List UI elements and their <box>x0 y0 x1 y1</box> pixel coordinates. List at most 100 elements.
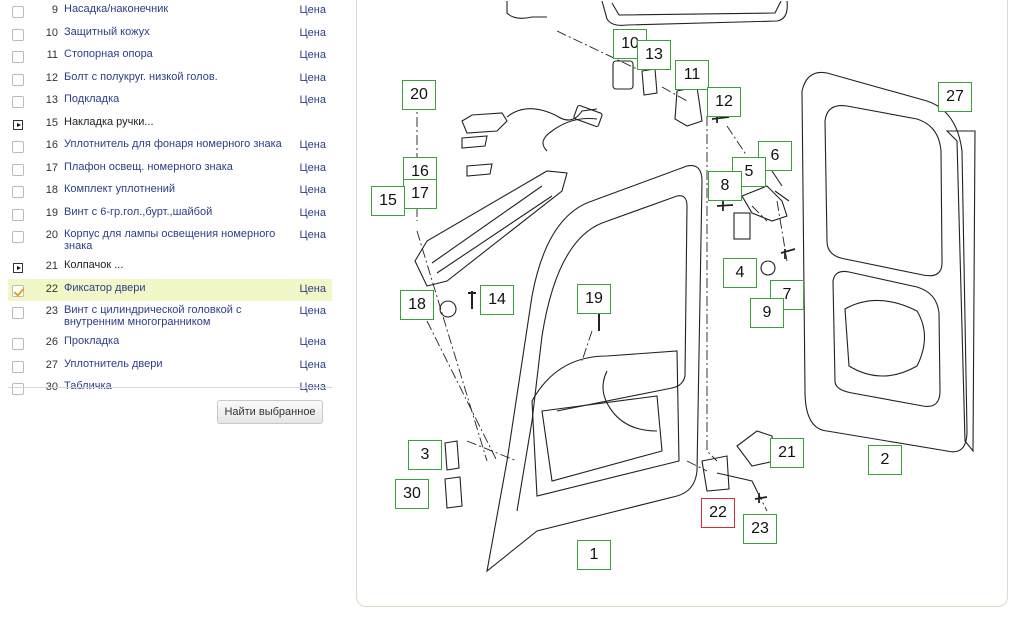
price-link[interactable]: Цена <box>299 94 326 106</box>
part-row[interactable]: 20 Корпус для лампы освещения номерного з… <box>8 225 332 256</box>
callout-19[interactable]: 19 <box>577 284 611 314</box>
part-checkbox[interactable] <box>12 186 24 198</box>
part-name[interactable]: Насадка/наконечник <box>64 3 169 15</box>
part-number: 20 <box>45 229 58 241</box>
price-link[interactable]: Цена <box>299 229 326 241</box>
part-name[interactable]: Табличка <box>64 380 112 392</box>
callout-22[interactable]: 22 <box>701 498 735 528</box>
parts-diagram-panel <box>356 0 1008 607</box>
price-link[interactable]: Цена <box>299 49 326 61</box>
part-name[interactable]: Прокладка <box>64 335 120 347</box>
part-name[interactable]: Винт с 6-гр.гол.,бурт.,шайбой <box>64 205 213 218</box>
price-link[interactable]: Цена <box>299 358 326 371</box>
part-checkbox[interactable] <box>12 96 24 108</box>
callout-2[interactable]: 2 <box>868 445 902 475</box>
part-name[interactable]: Защитный кожух <box>64 25 150 38</box>
callout-18[interactable]: 18 <box>400 290 434 320</box>
expand-icon[interactable] <box>13 263 23 273</box>
callout-27[interactable]: 27 <box>938 82 972 112</box>
price-link[interactable]: Цена <box>299 71 326 84</box>
price-link[interactable]: Цена <box>299 4 326 16</box>
callout-21[interactable]: 21 <box>770 438 804 468</box>
part-name[interactable]: Плафон освещ. номерного знака <box>64 160 233 173</box>
part-row[interactable]: 10 Защитный кожух Цена <box>8 23 332 46</box>
callout-13[interactable]: 13 <box>637 40 671 70</box>
part-checkbox[interactable] <box>12 383 24 395</box>
part-group-name[interactable]: Колпачок ... <box>64 259 124 271</box>
part-checkbox[interactable] <box>12 51 24 63</box>
part-row[interactable]: 16 Уплотнитель для фонаря номерного знака… <box>8 135 332 158</box>
list-divider <box>8 387 332 388</box>
price-link[interactable]: Цена <box>299 336 326 348</box>
callout-30[interactable]: 30 <box>395 479 429 509</box>
handle-trim <box>414 170 568 287</box>
callout-17[interactable]: 17 <box>403 179 437 209</box>
find-selected-button[interactable]: Найти выбранное <box>217 400 323 424</box>
part-checkbox-checked[interactable] <box>12 284 24 297</box>
callout-1[interactable]: 1 <box>577 540 611 570</box>
part-name[interactable]: Комплект уплотнений <box>64 183 176 195</box>
callout-9[interactable]: 9 <box>750 298 784 328</box>
callout-23[interactable]: 23 <box>743 514 777 544</box>
plate-3 <box>444 440 460 471</box>
part-number: 16 <box>45 139 58 151</box>
callout-14[interactable]: 14 <box>480 285 514 315</box>
price-link[interactable]: Цена <box>299 305 326 317</box>
expand-icon[interactable] <box>13 119 23 130</box>
part-name[interactable]: Корпус для лампы освещения номерного зна… <box>64 228 276 252</box>
part-checkbox[interactable] <box>12 338 24 350</box>
part-number: 26 <box>45 336 58 348</box>
part-checkbox[interactable] <box>12 141 24 153</box>
callout-8[interactable]: 8 <box>708 171 742 201</box>
part-name[interactable]: Подкладка <box>64 93 120 105</box>
part-name[interactable]: Стопорная опора <box>64 48 153 60</box>
part-checkbox[interactable] <box>12 163 24 176</box>
part-row[interactable]: 26 Прокладка Цена <box>8 332 332 355</box>
price-link[interactable]: Цена <box>299 161 326 174</box>
price-link[interactable]: Цена <box>299 26 326 39</box>
part-group-name[interactable]: Накладка ручки... <box>64 115 154 128</box>
part-name[interactable]: Болт с полукруг. низкой голов. <box>64 70 218 83</box>
part-checkbox[interactable] <box>12 73 24 86</box>
door-exploded-diagram <box>414 0 976 573</box>
callout-15[interactable]: 15 <box>371 186 405 216</box>
part-checkbox[interactable] <box>12 6 24 18</box>
part-number: 10 <box>45 26 58 39</box>
callout-12[interactable]: 12 <box>707 87 741 117</box>
part-checkbox[interactable] <box>12 360 24 373</box>
part-name[interactable]: Фиксатор двери <box>64 281 146 294</box>
part-checkbox[interactable] <box>12 307 24 319</box>
side-door-window <box>824 105 943 277</box>
price-link[interactable]: Цена <box>299 184 326 196</box>
part-checkbox[interactable] <box>12 231 24 243</box>
grommet <box>439 300 457 318</box>
part-name[interactable]: Уплотнитель для фонаря номерного знака <box>64 138 282 150</box>
callout-4[interactable]: 4 <box>723 258 757 288</box>
price-link[interactable]: Цена <box>299 206 326 219</box>
door-frame <box>486 165 703 573</box>
price-link[interactable]: Цена <box>299 282 326 295</box>
price-link[interactable]: Цена <box>299 139 326 151</box>
part-name[interactable]: Уплотнитель двери <box>64 357 163 370</box>
part-checkbox[interactable] <box>12 28 24 41</box>
callout-3[interactable]: 3 <box>408 440 442 470</box>
callout-11[interactable]: 11 <box>675 60 709 90</box>
door-inner-recess <box>541 395 663 482</box>
part-checkbox[interactable] <box>12 208 24 221</box>
callout-20[interactable]: 20 <box>402 80 436 110</box>
part-name[interactable]: Винт с цилиндрической головкой с внутрен… <box>64 304 242 328</box>
